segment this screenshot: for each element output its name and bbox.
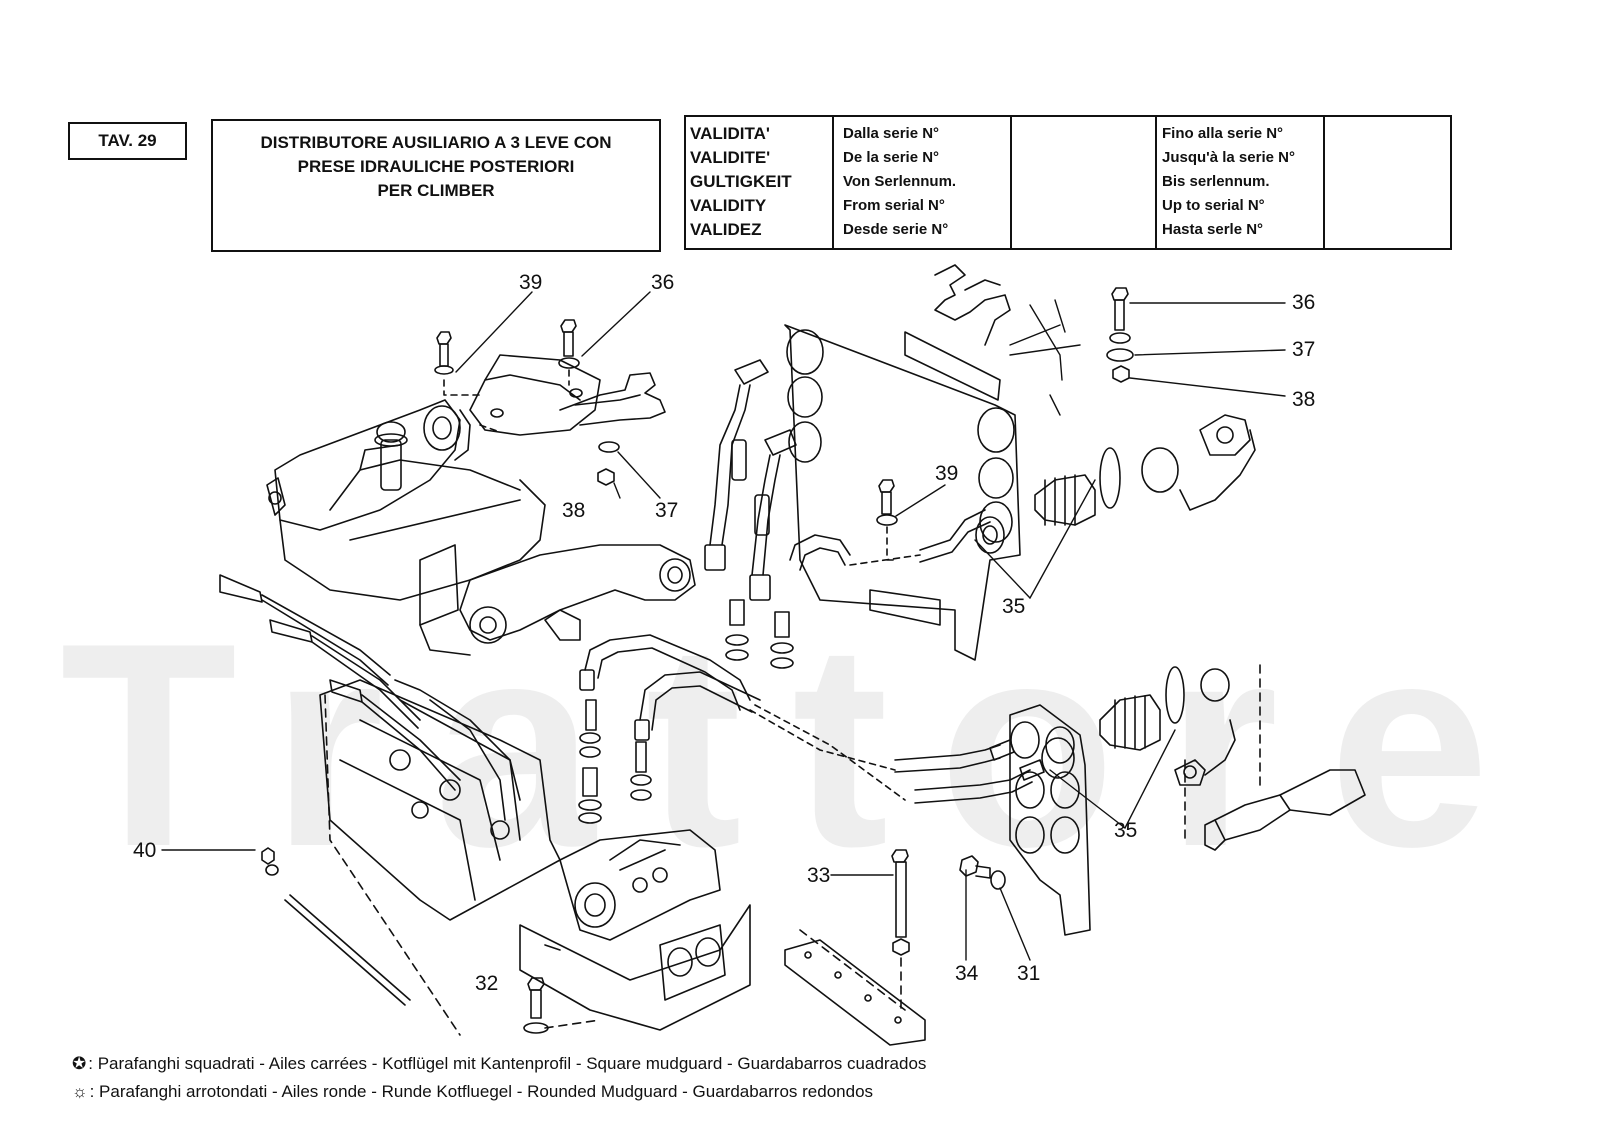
- callout-35-upper: 35: [1002, 595, 1026, 618]
- callout-37: 37: [655, 499, 679, 522]
- bolt-32: [523, 977, 549, 1034]
- bolt-34-washer-31: [959, 855, 1006, 890]
- watermark-text: TrattoreiT: [60, 625, 1550, 865]
- hoses-upper: [704, 359, 1005, 601]
- to-label-it: Fino alla serie N°: [1162, 125, 1284, 142]
- diagram-title: DISTRIBUTORE AUSILIARIO A 3 LEVE CON PRE…: [211, 119, 661, 252]
- table-number: TAV. 29: [68, 122, 187, 160]
- lower-valve-bracket: [519, 904, 751, 1031]
- from-serial-value-cell: [1010, 117, 1155, 248]
- bolt-33-and-bar: [784, 849, 926, 1046]
- title-line-1: DISTRIBUTORE AUSILIARIO A 3 LEVE CON: [260, 133, 612, 152]
- callout-39: 39: [519, 271, 543, 294]
- validity-label-column: VALIDITA' VALIDITE' GULTIGKEIT VALIDITY …: [686, 117, 832, 248]
- table-number-label: TAV. 29: [98, 131, 157, 150]
- quick-coupler-upper: [1034, 414, 1256, 526]
- callout-36: 36: [651, 271, 675, 294]
- callout-31: 31: [1017, 962, 1041, 985]
- callout-34: 34: [955, 962, 979, 985]
- from-label-fr: De la serie N°: [843, 149, 940, 166]
- validity-label-es: VALIDEZ: [690, 220, 762, 239]
- to-label-en: Up to serial N°: [1162, 197, 1265, 214]
- validity-label-fr: VALIDITE': [690, 148, 771, 167]
- title-line-2: PRESE IDRAULICHE POSTERIORI: [297, 157, 575, 176]
- callout-40: 40: [133, 839, 157, 862]
- from-label-de: Von Serlennum.: [843, 173, 957, 190]
- control-levers: [219, 574, 521, 821]
- hoses-lower: [894, 739, 1045, 804]
- bolts-upper-right: [1106, 287, 1134, 383]
- dashed-hose-link-lower: [749, 704, 906, 801]
- to-serial-value-cell: [1323, 117, 1450, 248]
- upper-bracket: [469, 354, 666, 436]
- fittings-upper: [725, 599, 794, 669]
- dashed-rod-guide: [324, 694, 461, 1036]
- legend-square-mudguard: ✪: Parafanghi squadrati - Ailes carrées …: [72, 1054, 927, 1073]
- dashed-hose-link-upper: [849, 554, 921, 566]
- validity-label-it: VALIDITA': [690, 124, 770, 143]
- rear-coupling-plate-lower: [1009, 704, 1091, 936]
- legend-square-mudguard-text: Parafanghi squadrati - Ailes carrées - K…: [97, 1054, 927, 1073]
- callout-36-right: 36: [1292, 291, 1316, 314]
- legend-rounded-mudguard-text: Parafanghi arrotondati - Ailes ronde - R…: [99, 1082, 874, 1101]
- callout-35-lower: 35: [1114, 819, 1138, 842]
- tie-rod-40: [261, 847, 411, 1006]
- to-label-es: Hasta serle N°: [1162, 221, 1264, 238]
- validity-label-de: GULTIGKEIT: [690, 172, 792, 191]
- rounded-mudguard-icon: ☼: [72, 1082, 88, 1101]
- callout-37-right: 37: [1292, 338, 1316, 361]
- valve-block: [319, 679, 721, 941]
- dashed-leader-bolt-32: [544, 1019, 601, 1029]
- callout-39-right: 39: [935, 462, 959, 485]
- callout-leaders: [161, 291, 1286, 961]
- hoses-middle: [578, 634, 761, 824]
- to-label-de: Bis serlennum.: [1162, 173, 1270, 190]
- from-label-en: From serial N°: [843, 197, 945, 214]
- lift-arm-assembly: [266, 399, 696, 656]
- callout-38-right: 38: [1292, 388, 1316, 411]
- from-serial-column: Dalla serie N° De la serie N° Von Serlen…: [832, 117, 1010, 248]
- square-mudguard-icon: ✪: [72, 1054, 87, 1073]
- callout-33: 33: [807, 864, 831, 887]
- callout-32: 32: [475, 972, 499, 995]
- to-label-fr: Jusqu'à la serie N°: [1162, 149, 1295, 166]
- rear-coupling-plate: [784, 264, 1021, 661]
- callout-38: 38: [562, 499, 586, 522]
- to-serial-column: Fino alla serie N° Jusqu'à la serie N° B…: [1155, 117, 1323, 248]
- validity-label-en: VALIDITY: [690, 196, 767, 215]
- bolts-upper-left: [434, 319, 620, 486]
- dashed-leader-bolt-33: [799, 929, 906, 1011]
- dashed-coupler-guides: [1184, 664, 1261, 841]
- bolt-39-right: [876, 479, 898, 526]
- from-label-it: Dalla serie N°: [843, 125, 940, 142]
- validity-table: VALIDITA' VALIDITE' GULTIGKEIT VALIDITY …: [684, 115, 1452, 250]
- title-line-3: PER CLIMBER: [377, 181, 495, 200]
- quick-coupler-lower: [1099, 666, 1366, 851]
- legend-rounded-mudguard: ☼: Parafanghi arrotondati - Ailes ronde …: [72, 1082, 874, 1101]
- from-label-es: Desde serie N°: [843, 221, 949, 238]
- dashed-leader-bolt-39: [886, 526, 896, 561]
- dashed-leader-upper-left: [443, 379, 501, 433]
